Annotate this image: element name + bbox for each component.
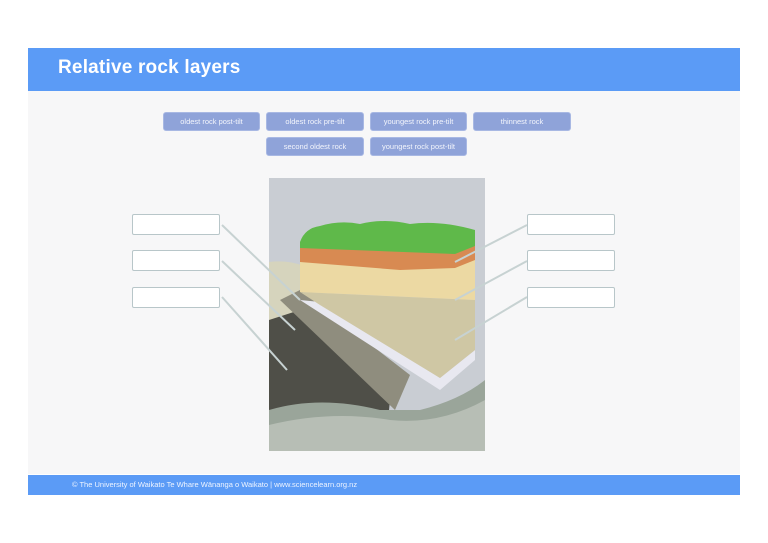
left-connector-2 [221,260,296,331]
drop-target-right-1[interactable] [527,214,615,235]
right-connector-3 [454,296,528,341]
drop-target-right-2[interactable] [527,250,615,271]
left-connector-3 [221,296,288,371]
copyright-text: © The University of Waikato Te Whare Wān… [72,480,358,489]
page-title: Relative rock layers [58,57,241,78]
chip-label: oldest rock post-tilt [180,117,243,126]
chip-second-oldest-rock[interactable]: second oldest rock [266,137,364,156]
drop-target-left-3[interactable] [132,287,220,308]
chip-label: oldest rock pre-tilt [285,117,345,126]
drop-target-right-3[interactable] [527,287,615,308]
chip-label: second oldest rock [283,142,347,151]
foreground-ground-light [269,400,485,451]
header-bar: Relative rock layers [28,48,740,91]
right-connector-2 [454,260,528,301]
left-connector-1 [221,224,301,301]
footer-bar: © The University of Waikato Te Whare Wān… [28,475,740,495]
chip-thinnest-rock[interactable]: thinnest rock [473,112,571,131]
chip-oldest-rock-pre-tilt[interactable]: oldest rock pre-tilt [266,112,364,131]
gray-rock-layer [280,290,410,410]
chip-label: youngest rock post-tilt [382,142,455,151]
chip-youngest-rock-pre-tilt[interactable]: youngest rock pre-tilt [370,112,467,131]
drop-target-left-1[interactable] [132,214,220,235]
chip-label: youngest rock pre-tilt [383,117,454,126]
chip-youngest-rock-post-tilt[interactable]: youngest rock post-tilt [370,137,467,156]
chip-oldest-rock-post-tilt[interactable]: oldest rock post-tilt [163,112,260,131]
grass-layer [300,221,475,254]
drop-target-left-2[interactable] [132,250,220,271]
chip-label: thinnest rock [500,117,544,126]
gray-sand-layer [300,292,475,378]
right-connector-1 [454,224,528,263]
